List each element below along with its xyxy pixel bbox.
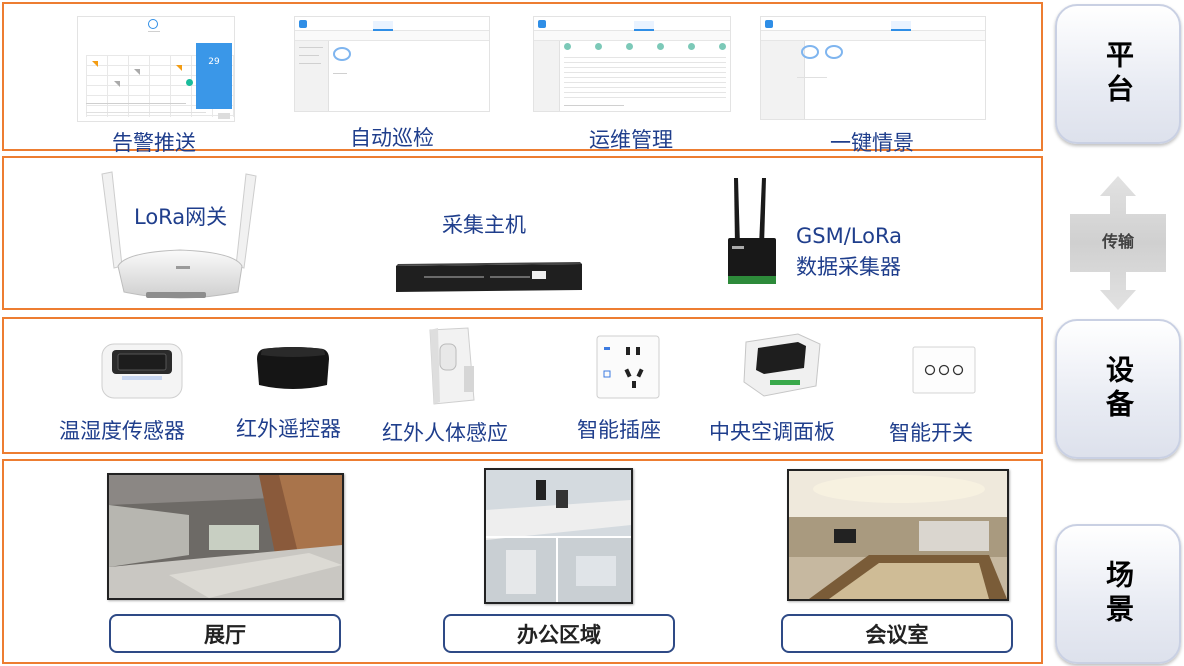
gateway-label-gsm-lora-line1: GSM/LoRa — [796, 224, 902, 248]
platform-label-auto-inspection: 自动巡检 — [350, 126, 434, 150]
calendar-day-number: 29 — [208, 57, 220, 67]
temp-humidity-sensor-image — [101, 343, 183, 399]
alarm-push-screenshot: 29 — [77, 16, 235, 122]
transfer-double-arrow-icon — [1070, 176, 1166, 310]
device-label-ir-remote: 红外遥控器 — [236, 417, 341, 441]
device-label-temp-humidity: 温湿度传感器 — [59, 419, 185, 443]
gateway-label-lora-gateway: LoRa网关 — [134, 205, 228, 229]
meeting-room-photo — [787, 469, 1009, 601]
layer-transfer-label: 传输 — [1101, 232, 1134, 251]
device-label-ac-panel: 中央空调面板 — [709, 420, 835, 444]
layer-scene-box: 场景 — [1055, 524, 1181, 664]
one-click-scene-screenshot — [760, 16, 986, 120]
gsm-lora-collector-image — [728, 178, 776, 284]
collection-host-image — [396, 262, 582, 292]
office-area-photo — [484, 468, 633, 604]
device-label-smart-socket: 智能插座 — [577, 418, 661, 442]
layer-platform-label: 平台 — [1102, 40, 1135, 108]
smart-socket-image — [596, 335, 660, 399]
device-label-smart-switch: 智能开关 — [889, 421, 973, 445]
ir-remote-image — [257, 347, 329, 389]
exhibition-hall-photo — [107, 473, 344, 600]
scene-button-meeting-room[interactable]: 会议室 — [781, 614, 1013, 653]
layer-scene-label: 场景 — [1102, 560, 1135, 628]
gateway-label-gsm-lora-line2: 数据采集器 — [796, 255, 901, 279]
scene-button-exhibition-hall[interactable]: 展厅 — [109, 614, 341, 653]
smart-switch-image — [912, 346, 976, 394]
layer-device-box: 设备 — [1055, 319, 1181, 459]
device-label-ir-body: 红外人体感应 — [382, 421, 508, 445]
platform-label-ops-management: 运维管理 — [589, 128, 673, 152]
platform-label-one-click-scene: 一键情景 — [830, 131, 914, 155]
ac-panel-image — [743, 333, 821, 397]
ops-management-screenshot — [533, 16, 731, 112]
layer-device-label: 设备 — [1102, 355, 1135, 423]
gateway-label-collection-host: 采集主机 — [442, 213, 526, 237]
layer-platform-box: 平台 — [1055, 4, 1181, 144]
ir-body-sensor-image — [429, 327, 475, 405]
auto-inspection-screenshot — [294, 16, 490, 112]
platform-label-alarm-push: 告警推送 — [112, 131, 196, 155]
scene-button-office-area[interactable]: 办公区域 — [443, 614, 675, 653]
lora-gateway-image — [101, 171, 257, 299]
